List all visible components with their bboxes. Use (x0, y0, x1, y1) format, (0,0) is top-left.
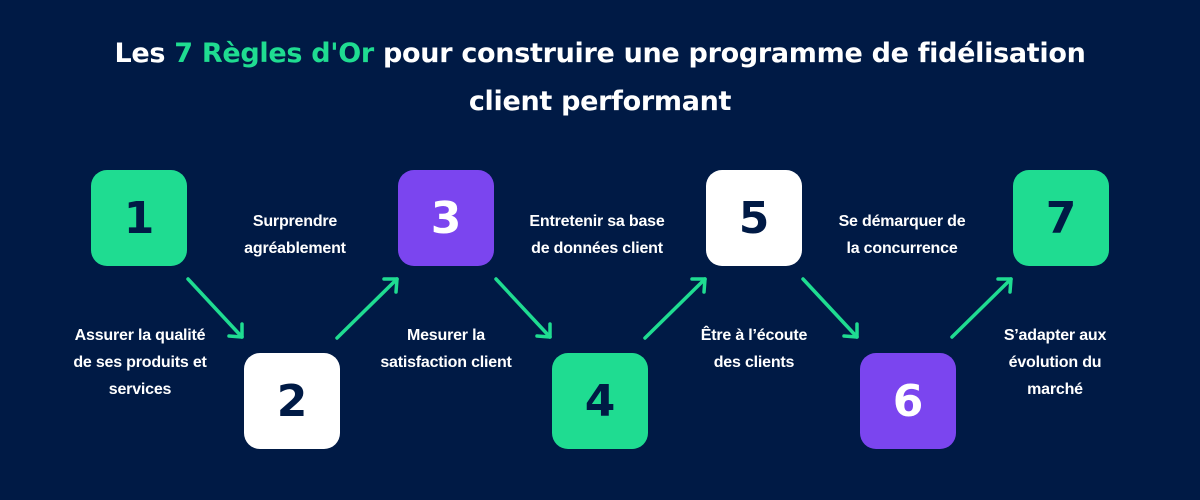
step-label-1: Assurer la qualité de ses produits et se… (73, 327, 207, 398)
step-label-3: Mesurer la satisfaction client (380, 327, 512, 371)
step-box-6: 6 (860, 353, 956, 449)
title-line-2: client performant (468, 86, 732, 117)
step-box-1: 1 (91, 170, 187, 266)
step-box-7: 7 (1013, 170, 1109, 266)
step-box-2: 2 (244, 353, 340, 449)
title-prefix: Les (114, 38, 175, 69)
step-box-3: 3 (398, 170, 494, 266)
step-label-5: Être à l’écoute des clients (700, 327, 808, 371)
step-box-5: 5 (706, 170, 802, 266)
page-title: Les 7 Règles d'Or pour construire une pr… (0, 30, 1200, 126)
step-label-2: Surprendre agréablement (244, 213, 346, 257)
title-accent: 7 Règles d'Or (174, 38, 374, 69)
step-label-7: S’adapter aux évolution du marché (1003, 327, 1107, 398)
title-line1-rest: pour construire une programme de fidélis… (373, 38, 1086, 69)
step-label-4: Entretenir sa base de données client (529, 213, 665, 257)
title-line-1: Les 7 Règles d'Or pour construire une pr… (0, 30, 1200, 78)
step-box-4: 4 (552, 353, 648, 449)
step-label-6: Se démarquer de la concurrence (838, 213, 966, 257)
